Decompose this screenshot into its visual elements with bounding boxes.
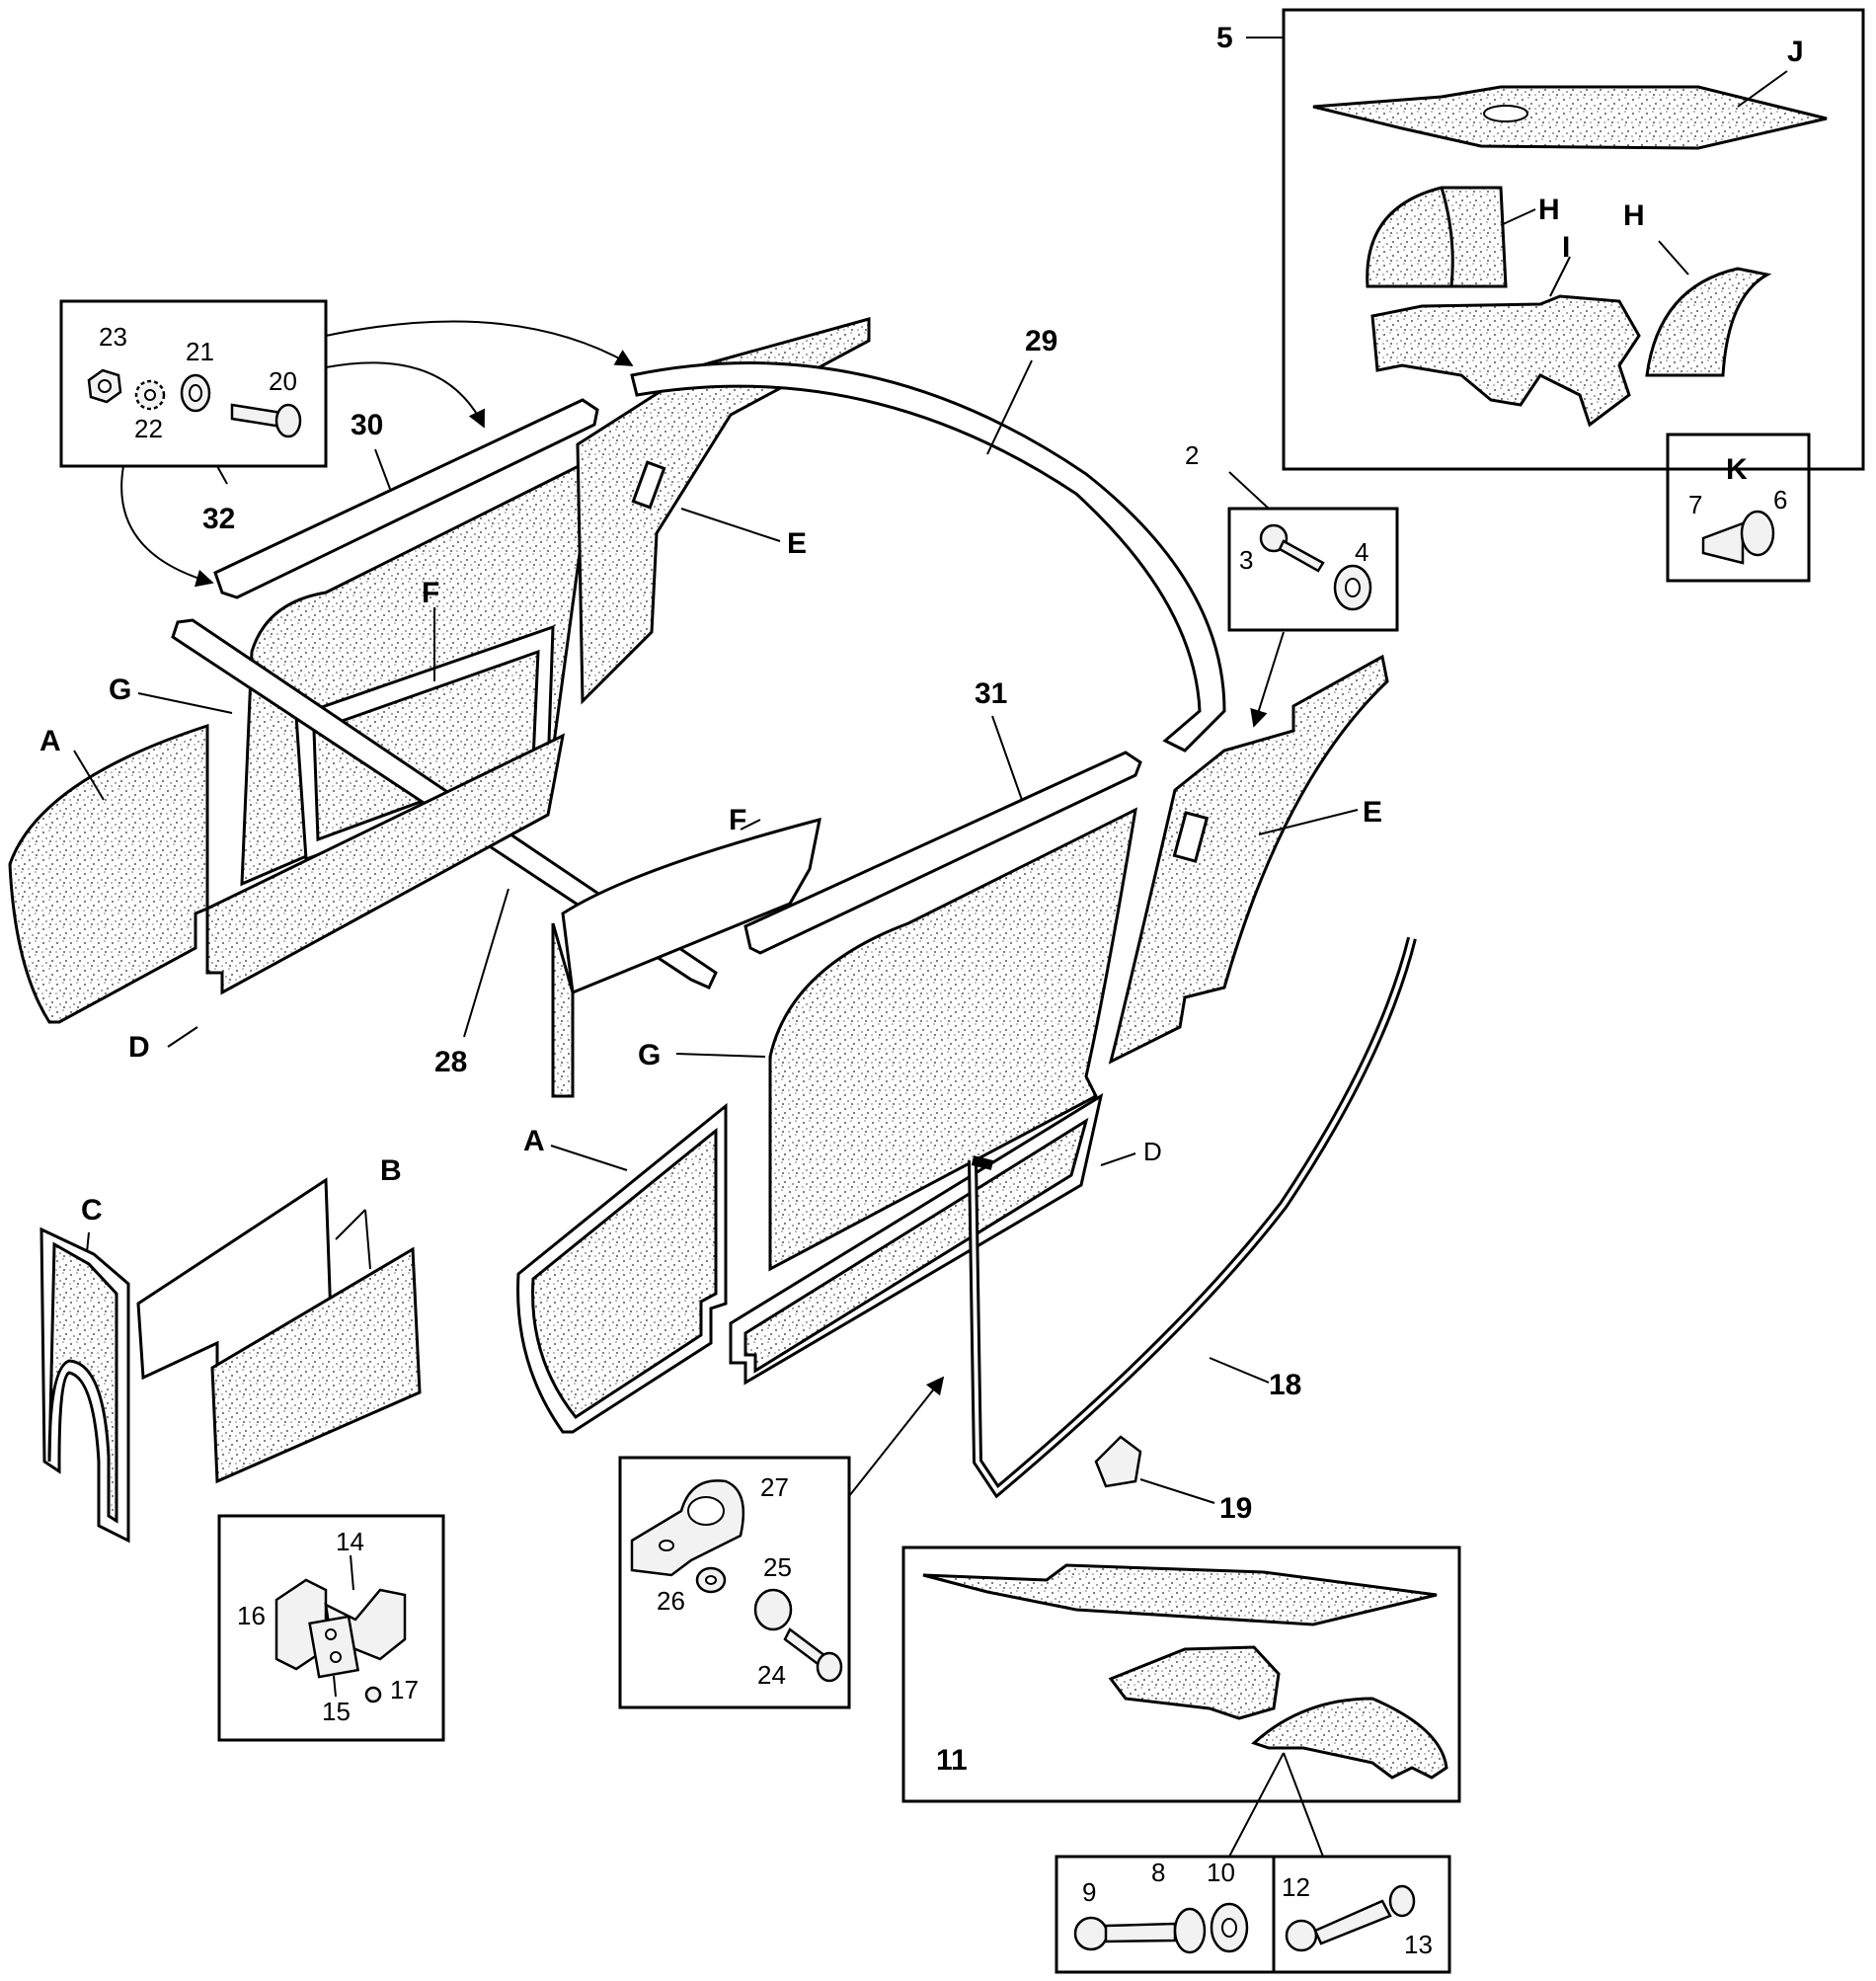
parts-box-bolt-12	[1272, 1855, 1451, 1974]
washer-13	[1388, 1884, 1416, 1918]
panel-11-mid	[1108, 1645, 1281, 1720]
label-d-rear: D	[1143, 1137, 1162, 1166]
panel-i	[1370, 294, 1641, 428]
label-h-right: H	[1623, 199, 1645, 232]
label-13: 13	[1404, 1930, 1433, 1959]
label-g-rear: G	[638, 1039, 661, 1071]
label-9: 9	[1082, 1877, 1096, 1907]
label-18: 18	[1269, 1369, 1301, 1401]
label-19: 19	[1219, 1492, 1252, 1525]
label-a-front: A	[39, 725, 61, 757]
label-i: I	[1562, 231, 1570, 264]
clip-6	[1740, 510, 1775, 557]
panel-11-low	[1251, 1697, 1448, 1780]
label-b: B	[380, 1154, 402, 1187]
label-21: 21	[186, 337, 214, 366]
label-f-rear: F	[729, 804, 746, 836]
label-17: 17	[390, 1675, 419, 1704]
clip-19	[1094, 1435, 1142, 1488]
trim-strip-31[interactable]	[743, 751, 1142, 955]
trim-rail-30[interactable]	[213, 398, 599, 599]
label-d-front: D	[128, 1031, 150, 1064]
parts-box-hinge	[217, 1514, 445, 1742]
panel-h-left	[1366, 186, 1508, 288]
label-4: 4	[1355, 537, 1368, 567]
clamp-27	[630, 1479, 745, 1577]
part-labels: 5 J H H I K 7 6 2 3 4 23 21 20 22 32 30 …	[39, 22, 1804, 1959]
plate-15	[308, 1615, 360, 1679]
label-g-front: G	[109, 674, 131, 706]
label-12: 12	[1282, 1872, 1310, 1902]
washer-8	[1173, 1907, 1207, 1954]
pillar-e-upper	[576, 317, 871, 705]
label-10: 10	[1207, 1858, 1235, 1887]
label-e-rear: E	[1363, 796, 1382, 829]
trim-b-lower	[210, 1246, 422, 1484]
label-16: 16	[237, 1601, 266, 1630]
label-5: 5	[1216, 22, 1233, 54]
label-h-left: H	[1538, 194, 1560, 226]
label-24: 24	[757, 1660, 786, 1690]
label-27: 27	[760, 1472, 789, 1502]
label-8: 8	[1151, 1858, 1165, 1887]
label-k: K	[1726, 453, 1748, 486]
pin-17	[364, 1686, 382, 1704]
label-6: 6	[1773, 485, 1787, 515]
label-c: C	[81, 1194, 103, 1227]
pillar-e-rear	[1108, 654, 1389, 1065]
parts-box-11	[901, 1545, 1461, 1858]
roof-rail-29[interactable]	[630, 361, 1226, 753]
label-29: 29	[1025, 325, 1057, 357]
clip-7	[1701, 521, 1745, 565]
panel-11-top	[922, 1563, 1438, 1626]
label-23: 23	[99, 322, 127, 352]
parts-box-bracket	[618, 1376, 945, 1709]
parts-box-k	[1666, 433, 1811, 583]
bolt-12	[1285, 1919, 1318, 1952]
label-20: 20	[269, 366, 297, 396]
panel-j	[1312, 85, 1828, 150]
bolt-9	[1073, 1916, 1109, 1951]
parts-box-32	[59, 299, 634, 588]
label-14: 14	[336, 1527, 364, 1556]
door-panel-rear	[768, 807, 1137, 1272]
label-3: 3	[1239, 545, 1253, 575]
label-26: 26	[657, 1586, 685, 1616]
label-f-front: F	[422, 577, 439, 609]
label-7: 7	[1688, 490, 1702, 519]
bolt-20	[230, 403, 283, 429]
parts-box-2	[1227, 471, 1399, 728]
label-15: 15	[322, 1697, 351, 1726]
nut-25	[753, 1588, 793, 1631]
parts-box-bolt-8	[1055, 1855, 1276, 1974]
label-28: 28	[434, 1046, 467, 1078]
label-30: 30	[351, 409, 383, 441]
label-11: 11	[936, 1744, 968, 1777]
label-2: 2	[1185, 440, 1199, 470]
label-32: 32	[202, 503, 235, 535]
label-j: J	[1787, 36, 1804, 68]
label-a-rear: A	[523, 1125, 545, 1157]
panel-h-right	[1645, 267, 1772, 377]
trim-a-front	[8, 723, 209, 1024]
label-25: 25	[763, 1552, 792, 1582]
trim-d-front	[205, 733, 566, 995]
label-e-upper: E	[787, 527, 807, 560]
label-22: 22	[134, 414, 163, 443]
window-f-rear	[561, 817, 821, 995]
screw-3	[1259, 523, 1289, 553]
label-31: 31	[975, 677, 1007, 710]
parts-box-5	[1246, 8, 1865, 471]
